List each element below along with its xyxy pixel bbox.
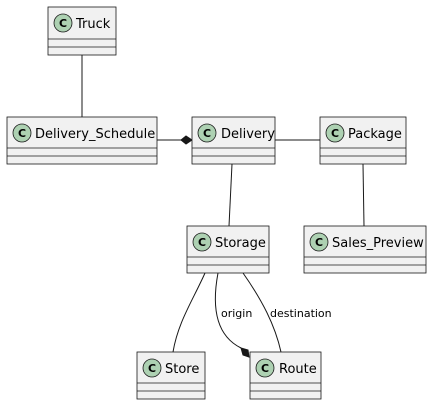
composition-diamond-route (240, 347, 250, 358)
class-name: Delivery (221, 127, 275, 142)
class-name: Truck (75, 17, 111, 32)
edge-storage-store (172, 272, 206, 353)
class-stereotype-icon (142, 358, 162, 378)
edge-storage-route-origin (214, 272, 242, 349)
class-stereotype-icon (255, 358, 275, 378)
class-name: Storage (215, 236, 266, 251)
class-name: Store (165, 362, 199, 377)
class-stereotype-letter: C (331, 127, 339, 140)
class-stereotype-icon (12, 123, 32, 143)
class-sales-preview[interactable]: C Sales_Preview (303, 225, 427, 274)
class-delivery[interactable]: C Delivery (191, 116, 276, 165)
edge-package-sales-preview (362, 163, 365, 227)
edge-storage-route-destination (242, 272, 282, 353)
class-route[interactable]: C Route (249, 351, 322, 400)
class-name: Delivery_Schedule (35, 127, 155, 142)
class-stereotype-letter: C (203, 127, 211, 140)
edge-delivery-storage (228, 163, 233, 227)
class-store[interactable]: C Store (136, 351, 206, 400)
class-stereotype-letter: C (198, 236, 206, 249)
class-stereotype-icon (53, 13, 73, 33)
class-stereotype-icon (325, 123, 345, 143)
class-delivery-schedule[interactable]: C Delivery_Schedule (6, 116, 158, 165)
class-storage[interactable]: C Storage (186, 225, 270, 274)
class-stereotype-icon (192, 232, 212, 252)
class-name: Route (279, 362, 317, 377)
class-name: Package (348, 127, 402, 142)
class-stereotype-letter: C (148, 362, 156, 375)
class-stereotype-letter: C (315, 236, 323, 249)
class-name: Sales_Preview (332, 236, 424, 251)
composition-diamond-delivery (180, 135, 193, 145)
class-package[interactable]: C Package (319, 116, 407, 165)
edge-label-destination: destination (270, 307, 332, 320)
class-stereotype-letter: C (18, 127, 26, 140)
class-truck[interactable]: C Truck (47, 6, 117, 56)
class-stereotype-icon (197, 123, 217, 143)
class-stereotype-letter: C (261, 362, 269, 375)
edge-label-origin: origin (221, 307, 252, 320)
class-stereotype-icon (309, 232, 329, 252)
class-stereotype-letter: C (59, 17, 67, 30)
